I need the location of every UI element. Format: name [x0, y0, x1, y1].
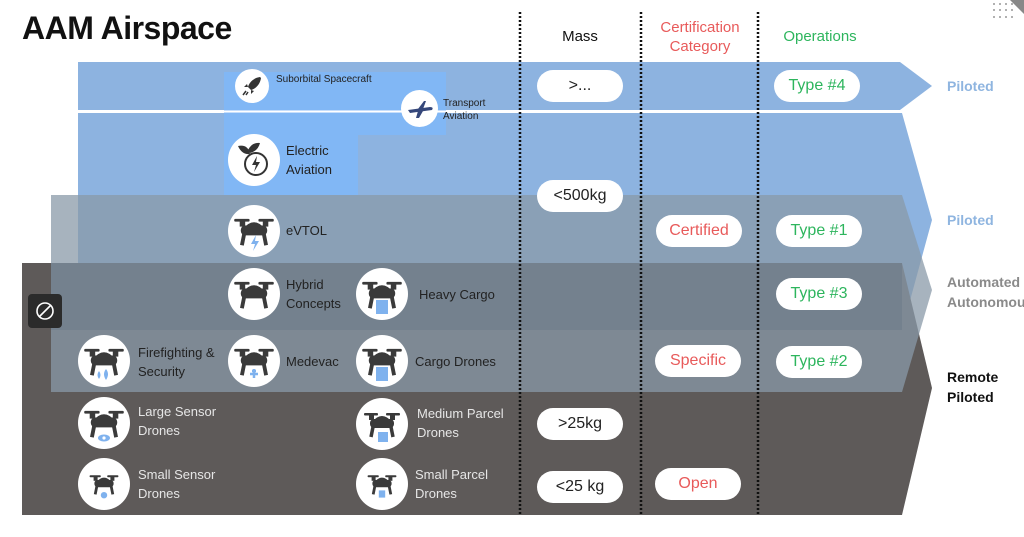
vehicle-label: Small Sensor Drones	[138, 467, 216, 501]
cargo-drone-icon	[356, 335, 408, 387]
column-header-operations: Operations	[783, 28, 857, 45]
page-title: AAM Airspace	[22, 10, 232, 46]
cert-pill: Specific	[655, 345, 741, 377]
electric-leaf-icon	[228, 134, 280, 186]
hybrid-drone-icon	[228, 268, 280, 320]
label-piloted: Piloted	[947, 212, 994, 228]
label-automated: Automated	[947, 274, 1021, 290]
vehicle-label: Heavy Cargo	[419, 287, 495, 302]
mass-pill: >25kg	[537, 408, 623, 440]
firefighting-drone-icon	[78, 335, 130, 387]
label-remote: Remote	[947, 369, 999, 385]
mass-pill: <25 kg	[537, 471, 623, 503]
vehicle-label: Hybrid Concepts	[286, 277, 341, 311]
vehicle-label: Cargo Drones	[415, 354, 496, 369]
ops-pill: Type #3	[776, 278, 862, 310]
ops-pill: Type #1	[776, 215, 862, 247]
vehicle-label: eVTOL	[286, 223, 327, 238]
cert-pill: Certified	[656, 215, 742, 247]
mass-pill: <500kg	[537, 180, 623, 212]
heavy-cargo-drone-icon	[356, 268, 408, 320]
label-automated-autonomous: Automated Autonomous	[947, 272, 1024, 312]
vehicle-label: Transport Aviation	[443, 98, 486, 122]
ops-pill: Type #4	[774, 70, 860, 102]
vehicle-label: Medevac	[286, 354, 339, 369]
vehicle-label: Suborbital Spacecraft	[276, 74, 372, 85]
label-piloted: Piloted	[947, 78, 994, 94]
evtol-drone-icon	[228, 205, 280, 257]
label-remote-piloted: Remote Piloted	[947, 367, 998, 407]
small-parcel-drone-icon	[356, 458, 408, 510]
vehicle-label: Firefighting & Security	[138, 345, 215, 379]
decorative-dots	[993, 0, 1024, 18]
airplane-icon	[401, 90, 438, 127]
column-header-certification: Certification Category	[660, 19, 740, 55]
vehicle-label: Large Sensor Drones	[138, 404, 217, 438]
rocket-icon	[235, 69, 269, 103]
small-sensor-drone-icon	[78, 458, 130, 510]
vehicle-label: Medium Parcel Drones	[417, 406, 504, 440]
mass-pill: >...	[537, 70, 623, 102]
prohibited-icon	[36, 302, 54, 320]
vehicle-label: Electric Aviation	[286, 143, 333, 177]
label-remote-piloted-2: Piloted	[947, 389, 994, 405]
ops-pill: Type #2	[776, 346, 862, 378]
label-autonomous: Autonomous	[947, 294, 1024, 310]
cert-pill: Open	[655, 468, 741, 500]
large-sensor-drone-icon	[78, 397, 130, 449]
medevac-drone-icon	[228, 335, 280, 387]
blocked-button[interactable]	[28, 294, 62, 328]
medium-parcel-drone-icon	[356, 398, 408, 450]
vehicle-label: Small Parcel Drones	[415, 467, 488, 501]
column-header-mass: Mass	[562, 28, 598, 45]
